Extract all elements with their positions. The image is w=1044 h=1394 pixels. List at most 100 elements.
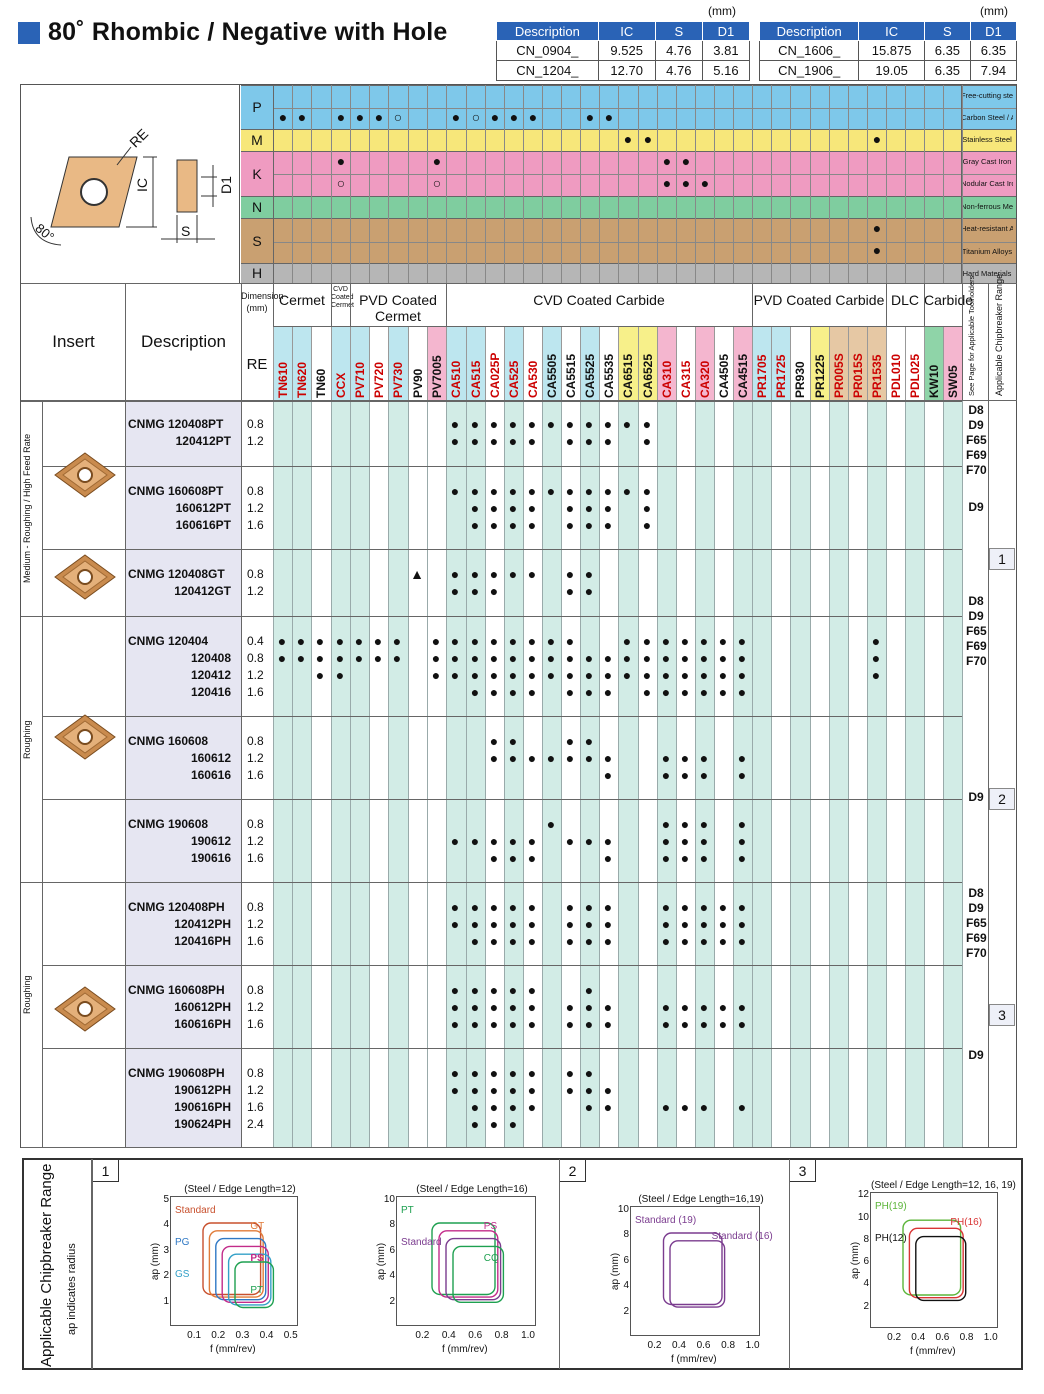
availability-mark: ● (699, 1099, 709, 1115)
matrix-col-line (350, 85, 351, 283)
panel-number: 3 (790, 1160, 816, 1182)
availability-mark: ● (296, 650, 306, 666)
grade-col-line (752, 327, 753, 400)
matrix-edge-line (273, 85, 274, 283)
availability-mark: ● (489, 833, 499, 849)
grade-col-line (638, 327, 639, 400)
availability-mark: ● (699, 633, 709, 649)
chart-xtick: 0.4 (259, 1330, 274, 1341)
chart-xtick: 0.5 (283, 1330, 298, 1341)
grade-label: CA515 (469, 360, 483, 398)
availability-mark: ● (565, 833, 575, 849)
grade-col-line (369, 327, 370, 400)
availability-mark: ● (603, 1016, 613, 1032)
row-description: 190616 (190, 851, 231, 865)
chart-region-label: PH(19) (875, 1201, 907, 1212)
availability-mark: ● (680, 750, 690, 766)
chipbreaker-range-ref[interactable]: 2 (989, 788, 1015, 810)
chart-ytick: 8 (389, 1219, 395, 1231)
availability-mark: ● (737, 916, 747, 932)
chart-xtick: 0.4 (441, 1330, 456, 1341)
grade-header-cell (369, 327, 388, 400)
grade-label: PR1725 (774, 354, 788, 398)
chart-xtick: 0.6 (935, 1332, 950, 1343)
availability-mark: ● (661, 899, 671, 915)
chart-xtick: 0.6 (696, 1340, 711, 1351)
header-line (125, 284, 126, 400)
availability-mark: ● (489, 633, 499, 649)
range-chart-2: (Steel / Edge Length=16)ap (mm)f (mm/rev… (376, 1184, 536, 1355)
availability-mark: ● (699, 816, 709, 832)
matrix-col-line (886, 85, 887, 283)
availability-mark: ● (565, 667, 575, 683)
availability-mark: ● (354, 650, 364, 666)
availability-mark: ● (603, 500, 613, 516)
body-col-line (886, 401, 887, 1147)
chipbreaker-range-ref[interactable]: 1 (989, 548, 1015, 570)
body-col-line (829, 401, 830, 1147)
body-col-line (523, 401, 524, 1147)
grade-header-cell (771, 327, 790, 400)
matrix-col-line (561, 85, 562, 283)
availability-mark: ● (680, 816, 690, 832)
row-re: 1.2 (247, 501, 264, 515)
row-description: CNMG 190608PH (128, 1066, 225, 1080)
chart-region (208, 1230, 264, 1298)
matrix-col-line (311, 85, 312, 283)
chart-region (452, 1245, 505, 1304)
matrix-mark: ● (872, 242, 882, 258)
grade-header-cell (580, 327, 599, 400)
grade-col-line (542, 327, 543, 400)
row-description: CNMG 160608PT (128, 484, 224, 498)
availability-mark: ● (661, 1016, 671, 1032)
chart-ytick: 2 (863, 1300, 869, 1312)
chart-note: (Steel / Edge Length=16) (416, 1184, 528, 1195)
grade-header-cell (446, 327, 466, 400)
availability-mark: ● (450, 483, 460, 499)
availability-mark: ● (737, 850, 747, 866)
availability-mark: ● (718, 667, 728, 683)
body-col-line (504, 401, 505, 1147)
panel-divider (789, 1159, 790, 1369)
matrix-mark: ● (432, 153, 442, 169)
row-description: 190624PH (174, 1117, 231, 1131)
matrix-col-line (446, 85, 447, 283)
section-label: Roughing (22, 975, 32, 1015)
grade-label: CA310 (660, 360, 674, 398)
availability-mark: ● (680, 684, 690, 700)
availability-mark: ● (565, 750, 575, 766)
availability-mark: ● (661, 767, 671, 783)
availability-mark: ● (584, 750, 594, 766)
grade-header-cell (561, 327, 580, 400)
matrix-col-line (504, 85, 505, 283)
row-description: 120412PT (175, 434, 231, 448)
matrix-mark: ○ (336, 175, 346, 191)
row-re: 0.8 (247, 484, 264, 498)
matrix-col-line (790, 85, 791, 283)
matrix-col-line (599, 85, 600, 283)
availability-mark: ● (508, 933, 518, 949)
availability-mark: ● (450, 1016, 460, 1032)
availability-mark: ● (699, 1016, 709, 1032)
availability-mark: ● (699, 833, 709, 849)
availability-mark: ● (565, 1065, 575, 1081)
availability-mark: ● (565, 517, 575, 533)
availability-mark: ● (737, 833, 747, 849)
row-description: 120412 (190, 668, 231, 682)
grade-label: CA320 (698, 360, 712, 398)
chipbreaker-range-ref[interactable]: 3 (989, 1004, 1015, 1026)
material-code-M: M (251, 132, 263, 148)
availability-mark: ● (642, 483, 652, 499)
row-group-line (42, 466, 962, 467)
body-col-line (733, 401, 734, 1147)
availability-mark: ● (470, 833, 480, 849)
availability-mark: ● (584, 684, 594, 700)
availability-mark: ● (470, 650, 480, 666)
grade-col-line (829, 327, 830, 400)
material-row-label: Non-ferrous Metals (961, 202, 1013, 211)
toolholder-pages: D8 D9 F65 F69 F70 (966, 403, 987, 477)
header-line (988, 284, 989, 1147)
availability-mark: ● (527, 1016, 537, 1032)
availability-mark: ● (661, 684, 671, 700)
